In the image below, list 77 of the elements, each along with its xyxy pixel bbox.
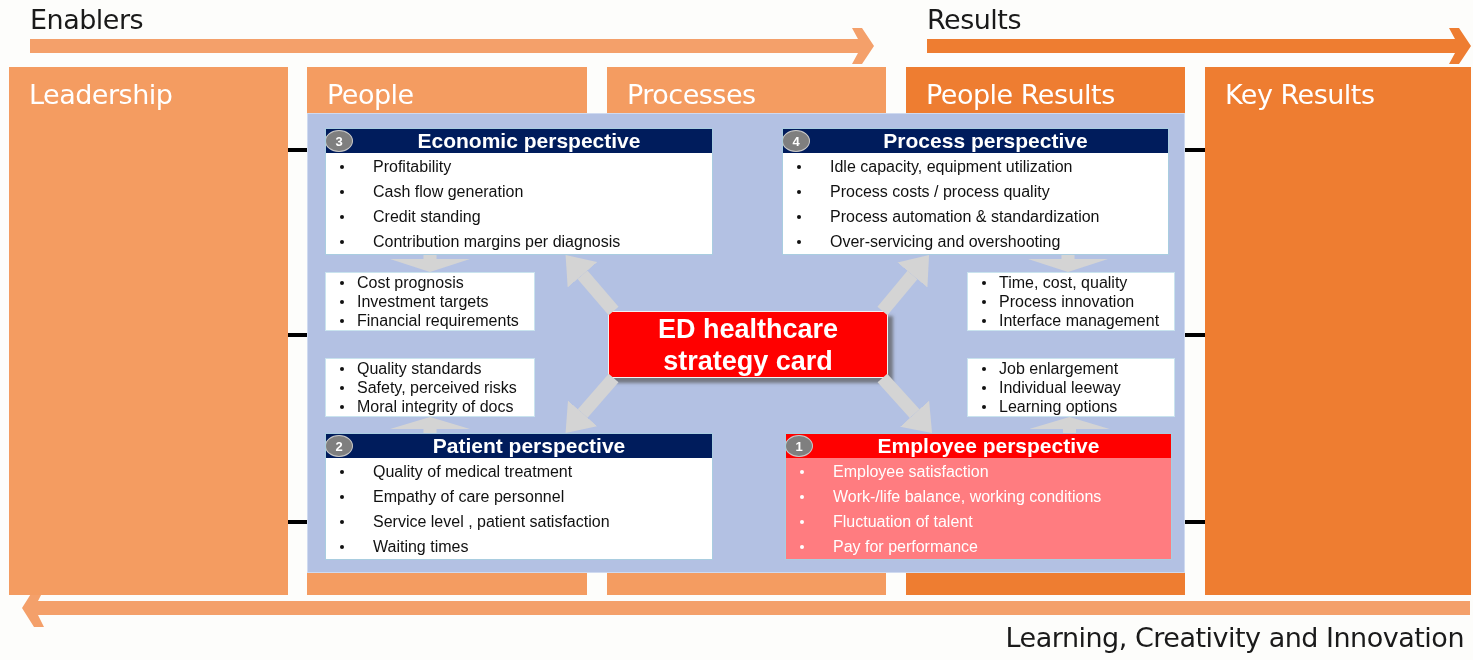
bullet-item: Interface management: [968, 311, 1174, 330]
card-title: ED healthcare strategy card: [656, 312, 840, 377]
criterion-box: [906, 67, 1185, 113]
criterion-box: [906, 573, 1185, 595]
bullet-item: Investment targets: [326, 292, 534, 311]
note-box: [325, 358, 535, 417]
bullet-item: Process automation & standardization: [783, 204, 1168, 229]
connector-line: [288, 520, 307, 524]
arrow: [565, 373, 619, 433]
section-label: Results: [927, 4, 1021, 35]
bullet-item: Contribution margins per diagnosis: [326, 229, 712, 254]
bullet-item: Pay for performance: [786, 534, 1171, 559]
bullet-item: Process costs / process quality: [783, 179, 1168, 204]
card-heading: Economic perspective: [416, 129, 641, 153]
note-box: [967, 358, 1175, 417]
arrow: [565, 255, 619, 316]
number-badge: 2: [326, 435, 353, 457]
bullet-item: Over-servicing and overshooting: [783, 229, 1168, 254]
bullet-item: Fluctuation of talent: [786, 509, 1171, 534]
bullet-item: Profitability: [326, 154, 712, 179]
note-box: [967, 272, 1175, 331]
perspective-card: [325, 433, 713, 560]
bullet-item: Cash flow generation: [326, 179, 712, 204]
card-heading: Employee perspective: [876, 434, 1100, 458]
bullet-item: Service level , patient satisfaction: [326, 509, 712, 534]
arrow: [877, 373, 933, 433]
arrow: [877, 255, 930, 316]
bullet-item: Quality standards: [326, 359, 534, 378]
criterion-box: [607, 573, 886, 595]
highlighted-perspective-card: [785, 433, 1172, 560]
card-panel: [307, 113, 1185, 573]
connector-line: [1185, 148, 1205, 152]
arrow: [390, 417, 470, 433]
title-box: [608, 311, 888, 378]
bullet-item: Waiting times: [326, 534, 712, 559]
number-badge: 4: [783, 130, 810, 152]
criterion-title: People Results: [925, 78, 1116, 110]
criterion-box: [607, 67, 886, 113]
arrow: [1029, 417, 1110, 433]
bullet-item: Credit standing: [326, 204, 712, 229]
bullet-item: Moral integrity of docs: [326, 397, 534, 416]
bullet-item: Quality of medical treatment: [326, 459, 712, 484]
criterion-title: People: [326, 78, 415, 110]
criterion-box: [307, 67, 587, 113]
criterion-box: [307, 573, 587, 595]
bullet-item: Cost prognosis: [326, 273, 534, 292]
bullet-item: Empathy of care personnel: [326, 484, 712, 509]
perspective-card: [325, 128, 713, 255]
bullet-item: Safety, perceived risks: [326, 378, 534, 397]
bullet-item: Time, cost, quality: [968, 273, 1174, 292]
bullet-item: Financial requirements: [326, 311, 534, 330]
perspective-card: [782, 128, 1169, 255]
criterion-box: [9, 67, 288, 595]
bullet-item: Idle capacity, equipment utilization: [783, 154, 1168, 179]
card-heading: Patient perspective: [431, 434, 626, 458]
note-box: [325, 272, 535, 331]
arrow: [390, 255, 470, 272]
bullet-item: Job enlargement: [968, 359, 1174, 378]
bullet-item: Work-/life balance, working conditions: [786, 484, 1171, 509]
connector-line: [1185, 333, 1205, 337]
arrow: [1028, 255, 1108, 272]
connector-line: [288, 333, 307, 337]
section-label: Learning, Creativity and Innovation: [1005, 622, 1464, 653]
card-heading: Process perspective: [882, 129, 1088, 153]
number-badge: 1: [786, 435, 813, 457]
connector-line: [288, 148, 307, 152]
bullet-item: Process innovation: [968, 292, 1174, 311]
criterion-box: [1205, 67, 1471, 595]
connector-line: [1185, 520, 1205, 524]
criterion-title: Processes: [626, 78, 757, 110]
section-label: Enablers: [30, 4, 144, 35]
criterion-title: Leadership: [28, 78, 174, 110]
criterion-title: Key Results: [1224, 78, 1376, 110]
bullet-item: Individual leeway: [968, 378, 1174, 397]
bullet-item: Learning options: [968, 397, 1174, 416]
number-badge: 3: [326, 130, 353, 152]
bullet-item: Employee satisfaction: [786, 459, 1171, 484]
